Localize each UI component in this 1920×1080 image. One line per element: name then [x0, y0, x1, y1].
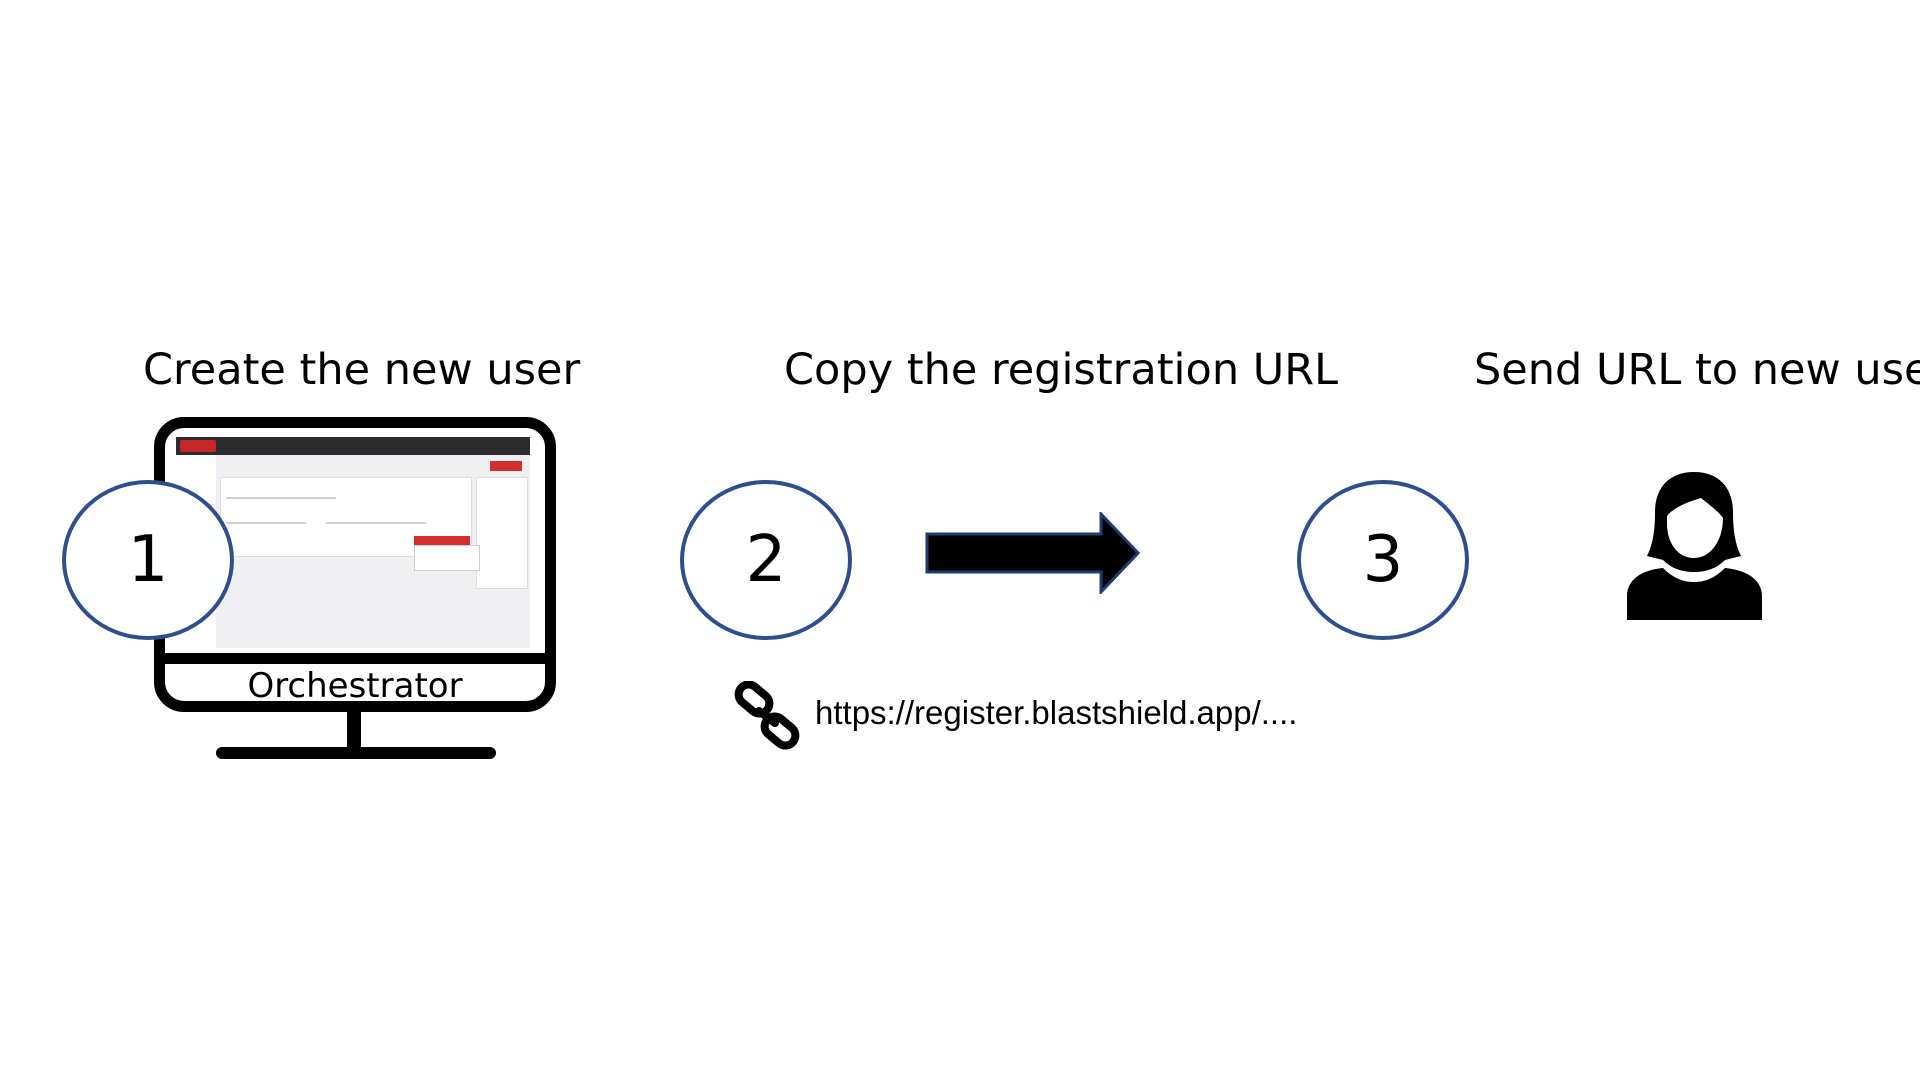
- screen-red-bar: [414, 536, 470, 545]
- monitor-label: Orchestrator: [247, 666, 463, 706]
- screen-logo: [180, 440, 216, 452]
- step-1-title: Create the new user: [143, 345, 581, 395]
- user-person-icon: [1627, 472, 1762, 620]
- screen-field-line: [326, 522, 426, 524]
- screen-side-panel: [476, 477, 528, 589]
- link-chain-icon: [734, 681, 800, 750]
- screen-field-line: [226, 522, 306, 524]
- step-1-circle: 1: [62, 480, 234, 640]
- monitor-bezel: [154, 653, 556, 664]
- monitor-foot: [216, 747, 496, 759]
- registration-url: https://register.blastshield.app/....: [815, 694, 1298, 731]
- step-3-circle: 3: [1297, 480, 1469, 640]
- screen-topbar: [176, 437, 530, 455]
- screen-field-line: [226, 497, 336, 499]
- monitor-neck: [347, 712, 361, 752]
- step-2-circle: 2: [680, 480, 852, 640]
- screen-action-button: [490, 461, 522, 471]
- right-arrow-icon: [925, 512, 1140, 594]
- screen-dropdown-menu: [414, 545, 480, 571]
- step-2-title: Copy the registration URL: [784, 345, 1339, 395]
- step-3-title: Send URL to new user: [1474, 345, 1920, 395]
